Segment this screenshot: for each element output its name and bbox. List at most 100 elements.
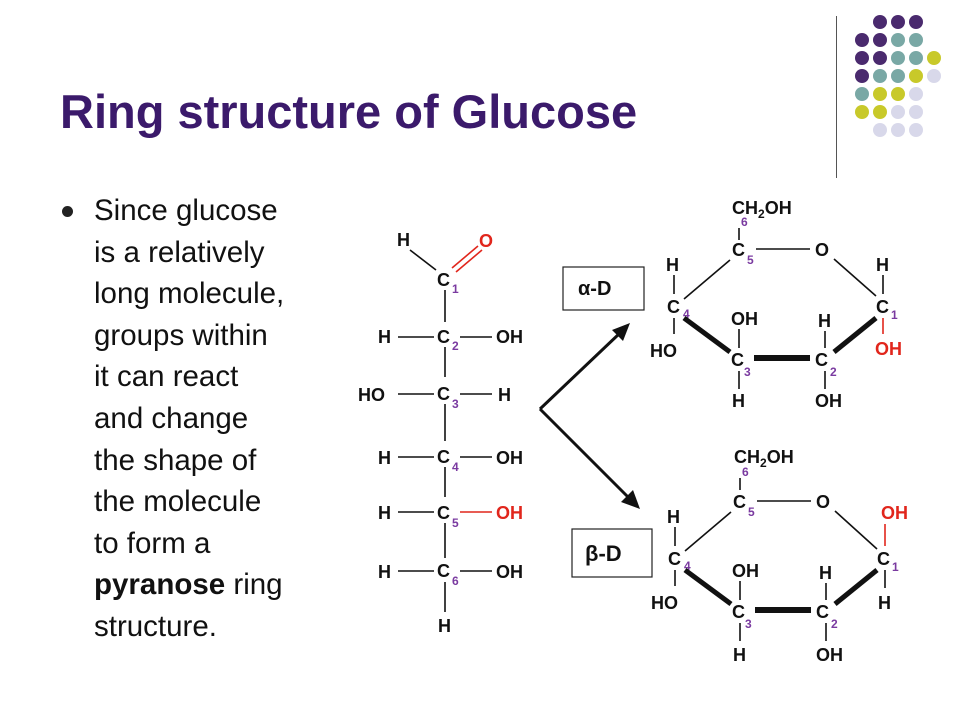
c2-label: C xyxy=(437,327,450,347)
beta-h-c1: H xyxy=(878,593,891,613)
alpha-c2: C xyxy=(815,350,828,370)
c3-left: HO xyxy=(358,385,385,405)
beta-ring-o: O xyxy=(816,492,830,512)
beta-symbol: β xyxy=(585,541,598,566)
beta-ring: CH2OH 6 C 5 O C 4 H HO C 1 OH H C 3 xyxy=(651,447,908,665)
alpha-bond-o-c1 xyxy=(833,258,877,297)
c6-num: 6 xyxy=(452,574,459,588)
alpha-c2-num: 2 xyxy=(830,365,837,379)
beta-ch2oh-suffix: OH xyxy=(767,447,794,467)
c2-num: 2 xyxy=(452,339,459,353)
c4-left: H xyxy=(378,448,391,468)
decorative-divider-line xyxy=(836,16,837,178)
aldehyde-h: H xyxy=(397,230,410,250)
beta-bond-o-c1 xyxy=(834,510,878,550)
alpha-h-c4: H xyxy=(666,255,679,275)
arrow-to-beta xyxy=(538,407,632,501)
bullet-emphasis-tail: ring xyxy=(225,568,283,602)
bullet-line: structure. xyxy=(94,609,217,643)
beta-c4: C xyxy=(668,549,681,569)
bullet-line-emphasis: pyranose ring xyxy=(94,564,334,606)
beta-h-c4: H xyxy=(667,507,680,527)
alpha-ch2oh-suffix: OH xyxy=(765,198,792,218)
alpha-c3: C xyxy=(731,350,744,370)
arrow-head-alpha xyxy=(612,323,630,341)
reaction-arrows xyxy=(538,323,640,509)
bullet-line: is a relatively xyxy=(94,235,265,269)
bullet-line: to form a xyxy=(94,526,211,560)
linear-glucose: H O C 1 H C 2 OH HO C 3 H xyxy=(358,230,523,636)
bond-h-c1 xyxy=(409,249,437,271)
alpha-suffix: -D xyxy=(590,278,611,300)
alpha-ring: CH2OH 6 C 5 O C 4 H HO C 1 H OH C 3 xyxy=(650,198,902,411)
alpha-c3-num: 3 xyxy=(744,365,751,379)
c3-right: H xyxy=(498,385,511,405)
alpha-label-box xyxy=(562,266,645,311)
beta-oh-c1: OH xyxy=(881,503,908,523)
alpha-label: α-D xyxy=(562,266,645,311)
c6-left: H xyxy=(378,562,391,582)
beta-c1: C xyxy=(877,549,890,569)
beta-suffix: -D xyxy=(598,541,621,566)
alpha-ch2oh: CH2OH xyxy=(732,198,792,221)
c3-label: C xyxy=(437,384,450,404)
alpha-h-c1: H xyxy=(876,255,889,275)
c5-left: H xyxy=(378,503,391,523)
alpha-oh-c2: OH xyxy=(815,391,842,411)
arrow-to-alpha xyxy=(538,331,622,411)
alpha-bond-c5-c4 xyxy=(683,259,731,300)
alpha-symbol: α xyxy=(578,278,591,300)
beta-label: β-D xyxy=(571,528,653,578)
bond-c1-o-b xyxy=(455,249,483,273)
beta-oh-c3: OH xyxy=(732,561,759,581)
bullet-line: the molecule xyxy=(94,485,262,519)
c5-right: OH xyxy=(496,503,523,523)
alpha-c6-num: 6 xyxy=(741,215,748,229)
alpha-h-c2: H xyxy=(818,311,831,331)
bullet-line: the shape of xyxy=(94,443,257,477)
c4-num: 4 xyxy=(452,460,459,474)
bullet-line: and change xyxy=(94,401,249,435)
beta-c5: C xyxy=(733,492,746,512)
alpha-c4: C xyxy=(667,297,680,317)
alpha-label-text: α-D xyxy=(578,278,611,300)
beta-ch2oh: CH2OH xyxy=(734,447,794,470)
aldehyde-o: O xyxy=(479,231,493,251)
beta-h-c2: H xyxy=(819,563,832,583)
bullet-line: long molecule, xyxy=(94,277,285,311)
c1-num: 1 xyxy=(452,282,459,296)
beta-ch2oh-sub: 2 xyxy=(760,456,767,470)
bullet-text: Since glucose is a relatively long molec… xyxy=(94,190,334,648)
alpha-c1-num: 1 xyxy=(891,308,898,322)
alpha-c4-num: 4 xyxy=(683,307,690,321)
page-title: Ring structure of Glucose xyxy=(60,85,638,138)
beta-ch2oh-prefix: CH xyxy=(734,447,760,467)
beta-c3: C xyxy=(732,602,745,622)
alpha-ch2oh-prefix: CH xyxy=(732,198,758,218)
c3-num: 3 xyxy=(452,397,459,411)
bullet-marker xyxy=(62,206,73,217)
c4-right: OH xyxy=(496,448,523,468)
beta-ho-c4: HO xyxy=(651,593,678,613)
bottom-h: H xyxy=(438,616,451,636)
alpha-bond-c2-c1 xyxy=(832,316,878,354)
alpha-c5: C xyxy=(732,240,745,260)
beta-c2: C xyxy=(816,602,829,622)
bond-c1-o-a xyxy=(451,245,479,269)
alpha-c5-num: 5 xyxy=(747,253,754,267)
c6-right: OH xyxy=(496,562,523,582)
c5-label: C xyxy=(437,503,450,523)
c5-num: 5 xyxy=(452,516,459,530)
alpha-ho-c4: HO xyxy=(650,341,677,361)
c2-left: H xyxy=(378,327,391,347)
beta-oh-c2: OH xyxy=(816,645,843,665)
alpha-ring-o: O xyxy=(815,240,829,260)
arrow-head-beta xyxy=(621,490,640,509)
beta-bond-c2-c1 xyxy=(833,568,879,606)
alpha-c1: C xyxy=(876,297,889,317)
alpha-ch2oh-sub: 2 xyxy=(758,207,765,221)
alpha-oh-c1: OH xyxy=(875,339,902,359)
bullet-line: it can react xyxy=(94,360,239,394)
